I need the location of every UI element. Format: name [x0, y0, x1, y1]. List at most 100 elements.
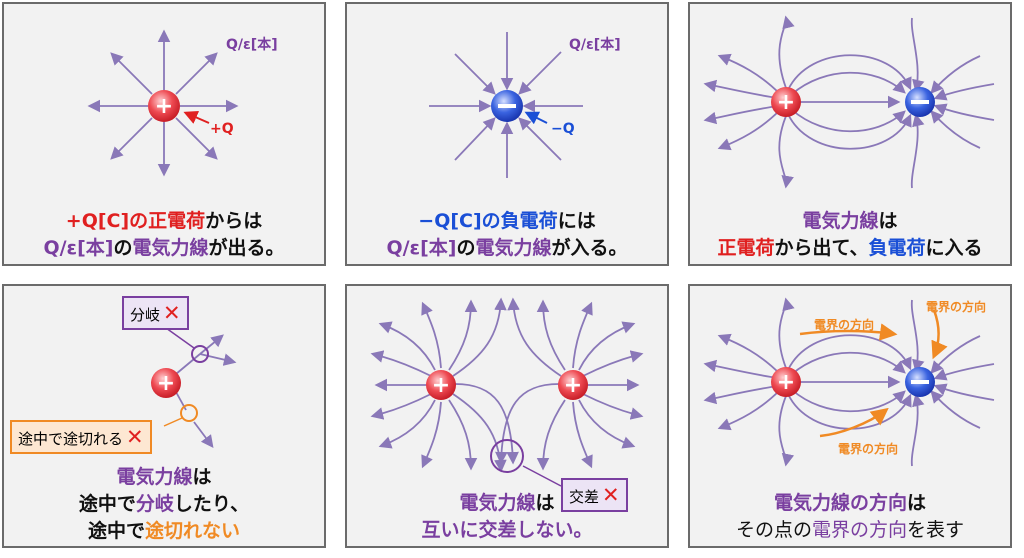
branch-callout: 分岐✕	[122, 296, 189, 330]
field-direction-label-2: 電界の方向	[926, 300, 987, 314]
caption-segment: 電気力線	[116, 466, 193, 488]
caption-segment: 負電荷	[868, 237, 926, 259]
panel-negative-charge: Q/ε[本] −Q −Q[C]の負電荷には Q/ε[本]の電気力線が入る。	[345, 2, 669, 266]
cross-mark-icon: ✕	[163, 301, 181, 325]
branch-marker	[191, 345, 209, 363]
field-direction-arrows	[799, 309, 948, 438]
caption-line-1: 電気力線の方向は	[690, 490, 1010, 517]
caption-segment: 電気力線	[459, 492, 536, 514]
caption-line-1: 電気力線は	[4, 464, 324, 491]
plus-symbol: +	[157, 371, 175, 396]
caption-line-2: 途中で分岐したり、	[4, 491, 324, 518]
caption-segment: は	[192, 466, 212, 488]
plus-symbol: +	[777, 370, 795, 395]
positive-charge	[151, 368, 181, 398]
charge-pointer-arrow	[524, 111, 548, 125]
caption-line-3: 途中で途切れない	[4, 518, 324, 545]
break-label: 途中で途切れる	[18, 430, 124, 448]
dipole-field-diagram: +	[703, 15, 995, 189]
caption-line-1: −Q[C]の負電荷には	[347, 208, 667, 235]
caption-segment: は	[535, 492, 555, 514]
caption-segment: 正電荷	[717, 237, 775, 259]
caption-segment: を表す	[907, 519, 965, 541]
caption-segment: は	[907, 492, 927, 514]
no-branch-diagram: +	[151, 327, 237, 449]
cross-mark-icon: ✕	[602, 483, 620, 507]
panel-no-branch: + 分岐✕ 途中で途切れる✕ 電気力線は 途中で分岐したり、 途中で途切れない	[2, 284, 326, 548]
panel-dipole-field: + 電気力線は 正電荷から出て、負電荷に入る	[688, 2, 1012, 266]
minus-symbol	[911, 100, 929, 104]
caption-segment: 互いに交差しない。	[421, 519, 593, 541]
break-callout: 途中で途切れる✕	[10, 420, 152, 454]
charge-pointer-arrow	[183, 111, 210, 124]
caption-segment: したり、	[173, 493, 250, 515]
caption-segment: に入る	[925, 237, 983, 259]
caption-segment: の	[456, 237, 476, 259]
caption-segment: には	[557, 210, 596, 232]
cross-mark-icon: ✕	[126, 425, 144, 449]
plus-symbol: +	[564, 373, 582, 398]
caption-segment: から出て、	[774, 237, 869, 259]
positive-charge-diagram: +	[87, 29, 239, 177]
caption-segment: からは	[205, 210, 263, 232]
caption-segment: 分岐	[135, 493, 174, 515]
plus-symbol: +	[777, 90, 795, 115]
plus-symbol: +	[155, 94, 173, 119]
branch-label: 分岐	[130, 306, 161, 324]
crossing-callout: 交差✕	[561, 478, 628, 512]
field-line-count-label: Q/ε[本]	[569, 37, 621, 53]
caption-segment: の	[113, 237, 133, 259]
caption-line-1: +Q[C]の正電荷からは	[4, 208, 324, 235]
caption-segment: 途中で	[78, 493, 136, 515]
caption-line-2: その点の電界の方向を表す	[690, 517, 1010, 544]
panel-positive-charge: + Q/ε[本] +Q +Q[C]の正電荷からは Q/ε[本]の電気力線が出る。	[2, 2, 326, 266]
caption-segment: −Q[C]の	[418, 210, 501, 232]
caption-line-1: 電気力線は	[690, 208, 1010, 235]
positive-charge	[148, 90, 180, 122]
field-lines	[703, 15, 995, 189]
positive-charge	[771, 87, 801, 117]
caption-line-2: Q/ε[本]の電気力線が入る。	[347, 235, 667, 262]
charge-label: −Q	[551, 121, 575, 137]
caption-segment: 正電荷	[148, 210, 206, 232]
caption-segment: 途中で	[87, 520, 145, 542]
field-lines	[87, 29, 239, 177]
caption-line-2: 正電荷から出て、負電荷に入る	[690, 235, 1010, 262]
caption-segment: Q/ε[本]	[43, 237, 114, 259]
charge-label: +Q	[210, 121, 234, 137]
caption-segment: が入る。	[551, 237, 628, 259]
field-direction-diagram: +	[703, 297, 995, 467]
negative-charge-diagram	[429, 32, 583, 178]
caption-segment: Q/ε[本]	[386, 237, 457, 259]
field-line-count-label: Q/ε[本]	[226, 37, 278, 53]
plus-symbol: +	[432, 373, 450, 398]
caption-segment: は	[878, 210, 898, 232]
field-direction-label-1: 電界の方向	[814, 318, 875, 332]
field-lines	[370, 297, 644, 473]
positive-charge-left	[426, 370, 456, 400]
field-lines	[175, 334, 237, 449]
caption-segment: 電気力線	[475, 237, 552, 259]
caption-segment: 電気力線	[802, 210, 879, 232]
caption-segment: +Q[C]の	[65, 210, 149, 232]
panel-field-direction: + 電界の方向 電界の方向 電界の方向 電気力線の方向は その点の電界の方向を表…	[688, 284, 1012, 548]
no-crossing-diagram: + +	[370, 297, 644, 487]
positive-charge	[771, 367, 801, 397]
crossing-label: 交差	[569, 488, 600, 506]
minus-symbol	[911, 380, 929, 384]
break-marker	[180, 404, 198, 422]
caption-segment: 電気力線	[132, 237, 209, 259]
minus-symbol	[498, 104, 516, 108]
caption-segment: 途切れない	[145, 520, 241, 542]
field-lines	[429, 32, 583, 178]
caption-segment: 負電荷	[500, 210, 558, 232]
caption-segment: が出る。	[208, 237, 285, 259]
field-direction-label-3: 電界の方向	[838, 442, 899, 456]
caption-line-1: 電気力線は	[347, 490, 667, 517]
caption-segment: 電気力線の方向	[773, 492, 907, 514]
caption-segment: 電界の方向	[811, 519, 907, 541]
caption-segment: その点の	[735, 519, 812, 541]
panel-no-crossing: + + 交差✕ 電気力線は 互いに交差しない。	[345, 284, 669, 548]
caption-line-2: Q/ε[本]の電気力線が出る。	[4, 235, 324, 262]
caption-line-2: 互いに交差しない。	[347, 517, 667, 544]
